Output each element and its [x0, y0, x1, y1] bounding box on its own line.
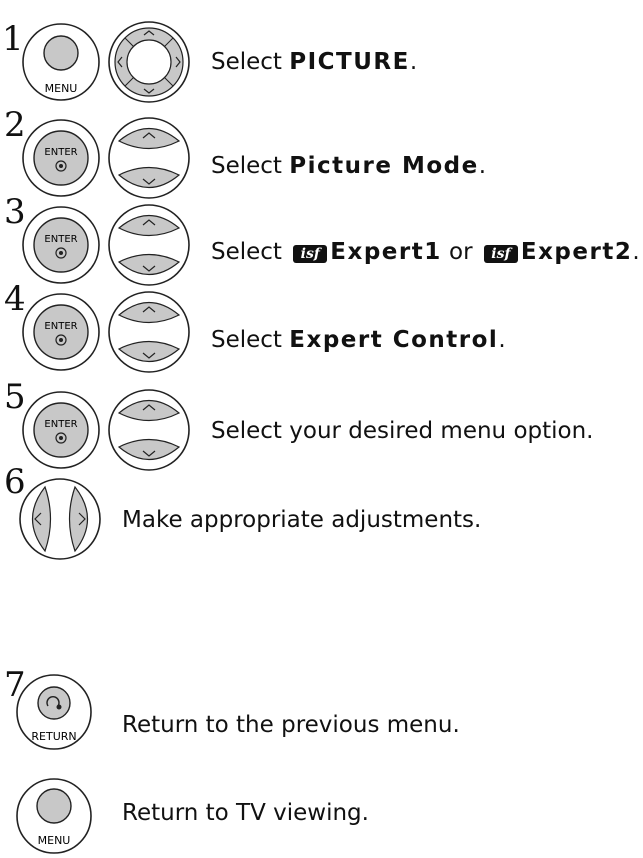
step-2-text: Select Picture Mode.: [211, 153, 487, 179]
step-number: 4: [4, 279, 26, 319]
step-number: 2: [4, 105, 26, 145]
step-5-text: Select your desired menu option.: [211, 418, 594, 444]
step-7-buttons: RETURN: [16, 674, 92, 750]
menu-button[interactable]: [36, 788, 72, 824]
up-down-icon[interactable]: [108, 204, 190, 286]
step-1-buttons: MENU: [22, 21, 190, 103]
menu-option-picture: PICTURE: [289, 49, 410, 75]
menu-option-expert-control: Expert Control: [289, 327, 499, 353]
step-number: 7: [4, 665, 26, 705]
enter-label: ENTER: [44, 419, 77, 430]
return-arrow-icon: [46, 696, 60, 707]
enter-button[interactable]: ENTER: [33, 304, 89, 360]
menu-button[interactable]: [43, 35, 79, 71]
isf-logo-icon: isf: [483, 245, 518, 263]
return-label: RETURN: [31, 730, 76, 743]
step-6-text: Make appropriate adjustments.: [122, 507, 482, 533]
step-6-buttons: [19, 478, 101, 560]
menu-option-expert2: Expert2: [520, 239, 633, 265]
step-number: 5: [4, 377, 26, 417]
left-right-icon[interactable]: [19, 478, 101, 560]
enter-button[interactable]: ENTER: [33, 130, 89, 186]
step-2-buttons: ENTER: [22, 117, 190, 199]
step-3-buttons: ENTER: [22, 204, 190, 286]
step-number: 3: [4, 192, 26, 232]
step-7-text: Return to the previous menu.: [122, 712, 460, 738]
menu-option-picture-mode: Picture Mode: [289, 153, 479, 179]
final-text: Return to TV viewing.: [122, 800, 369, 826]
step-number: 1: [2, 19, 24, 59]
dpad-icon[interactable]: [108, 21, 190, 103]
menu-option-expert1: Expert1: [330, 239, 442, 265]
menu-label: MENU: [45, 82, 78, 95]
step-1-text: Select PICTURE.: [211, 49, 418, 75]
step-4-text: Select Expert Control.: [211, 327, 506, 353]
isf-logo-icon: isf: [293, 245, 328, 263]
up-down-icon[interactable]: [108, 389, 190, 471]
enter-button[interactable]: ENTER: [33, 217, 89, 273]
step-5-buttons: ENTER: [22, 389, 190, 471]
menu-label: MENU: [38, 834, 71, 847]
return-button[interactable]: [37, 686, 71, 720]
step-4-buttons: ENTER: [22, 291, 190, 373]
enter-label: ENTER: [44, 147, 77, 158]
enter-label: ENTER: [44, 234, 77, 245]
enter-button[interactable]: ENTER: [33, 402, 89, 458]
up-down-icon[interactable]: [108, 117, 190, 199]
final-buttons: MENU: [16, 778, 92, 854]
step-number: 6: [4, 462, 26, 502]
up-down-icon[interactable]: [108, 291, 190, 373]
enter-label: ENTER: [44, 321, 77, 332]
